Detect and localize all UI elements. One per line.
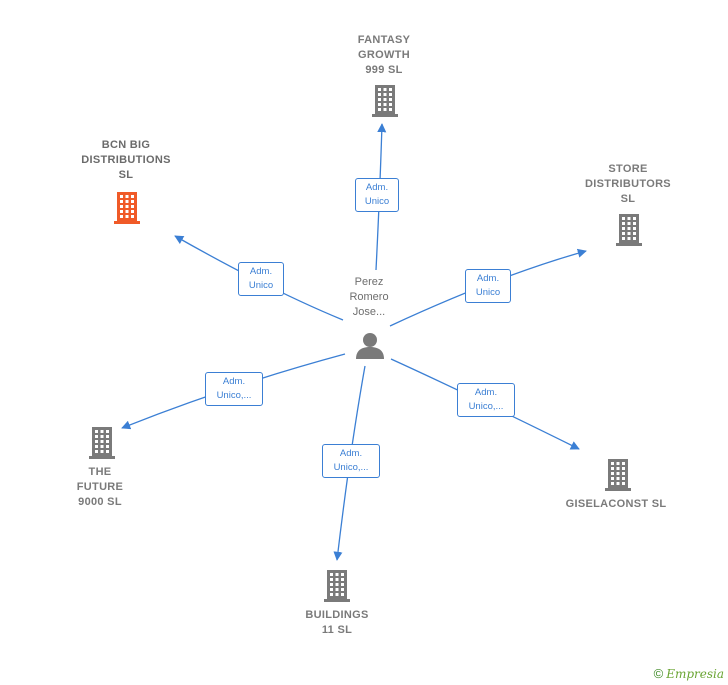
building-icon[interactable] bbox=[370, 83, 400, 117]
building-icon[interactable] bbox=[603, 457, 633, 491]
edge-label-future[interactable]: Adm. Unico,... bbox=[205, 372, 263, 406]
brand-name: Empresia bbox=[666, 667, 724, 681]
edge-label-store[interactable]: Adm. Unico bbox=[465, 269, 511, 303]
edge-label-gisela[interactable]: Adm. Unico,... bbox=[457, 383, 515, 417]
person-icon[interactable] bbox=[355, 330, 385, 360]
footer-brand: ©Empresia bbox=[654, 666, 724, 681]
building-icon[interactable] bbox=[614, 212, 644, 246]
center-person-line: Perez bbox=[354, 276, 384, 288]
center-person-label[interactable]: Perez Romero Jose... bbox=[330, 275, 408, 320]
company-label-fantasy[interactable]: FANTASY GROWTH 999 SL bbox=[330, 33, 438, 78]
edge-label-line: Adm. bbox=[339, 448, 363, 459]
building-icon[interactable] bbox=[112, 190, 142, 224]
company-label-future[interactable]: THE FUTURE 9000 SL bbox=[52, 465, 148, 510]
company-label-bcn[interactable]: BCN BIG DISTRIBUTIONS SL bbox=[60, 138, 192, 183]
company-label-line: 999 SL bbox=[365, 64, 403, 76]
edge-label-fantasy[interactable]: Adm. Unico bbox=[355, 178, 399, 212]
company-label-line: DISTRIBUTORS bbox=[585, 178, 671, 190]
building-icon[interactable] bbox=[87, 425, 117, 459]
company-label-line: FANTASY bbox=[357, 34, 411, 46]
edge-label-line: Unico,... bbox=[468, 401, 504, 412]
company-label-line: GISELACONST SL bbox=[565, 498, 667, 510]
edge-label-line: Adm. bbox=[365, 182, 389, 193]
center-person-line: Jose... bbox=[352, 306, 386, 318]
company-label-line: 9000 SL bbox=[78, 496, 122, 508]
center-person-line: Romero bbox=[349, 291, 389, 303]
edge-label-line: Adm. bbox=[222, 376, 246, 387]
company-label-line: BUILDINGS bbox=[305, 609, 369, 621]
edge-label-line: Unico bbox=[475, 287, 501, 298]
edge-label-bcn[interactable]: Adm. Unico bbox=[238, 262, 284, 296]
company-label-line: STORE bbox=[608, 163, 648, 175]
company-label-line: SL bbox=[118, 169, 134, 181]
edge-label-line: Unico,... bbox=[216, 390, 252, 401]
building-icon[interactable] bbox=[322, 568, 352, 602]
edge-label-line: Unico,... bbox=[333, 462, 369, 473]
company-label-line: DISTRIBUTIONS bbox=[81, 154, 171, 166]
company-label-line: THE bbox=[88, 466, 112, 478]
company-label-line: GROWTH bbox=[358, 49, 410, 61]
edge-label-line: Unico bbox=[364, 196, 390, 207]
company-label-line: SL bbox=[620, 193, 636, 205]
edge-label-line: Adm. bbox=[476, 273, 500, 284]
company-label-line: FUTURE bbox=[76, 481, 124, 493]
company-label-line: 11 SL bbox=[321, 624, 353, 636]
edge-label-line: Unico bbox=[248, 280, 274, 291]
company-label-gisela[interactable]: GISELACONST SL bbox=[556, 497, 676, 512]
copyright-symbol: © bbox=[653, 666, 664, 681]
edge-label-line: Adm. bbox=[474, 387, 498, 398]
company-label-buildings[interactable]: BUILDINGS 11 SL bbox=[292, 608, 382, 638]
company-label-line: BCN BIG bbox=[101, 139, 151, 151]
edge-label-buildings[interactable]: Adm. Unico,... bbox=[322, 444, 380, 478]
edge-label-line: Adm. bbox=[249, 266, 273, 277]
company-label-store[interactable]: STORE DISTRIBUTORS SL bbox=[573, 162, 683, 207]
